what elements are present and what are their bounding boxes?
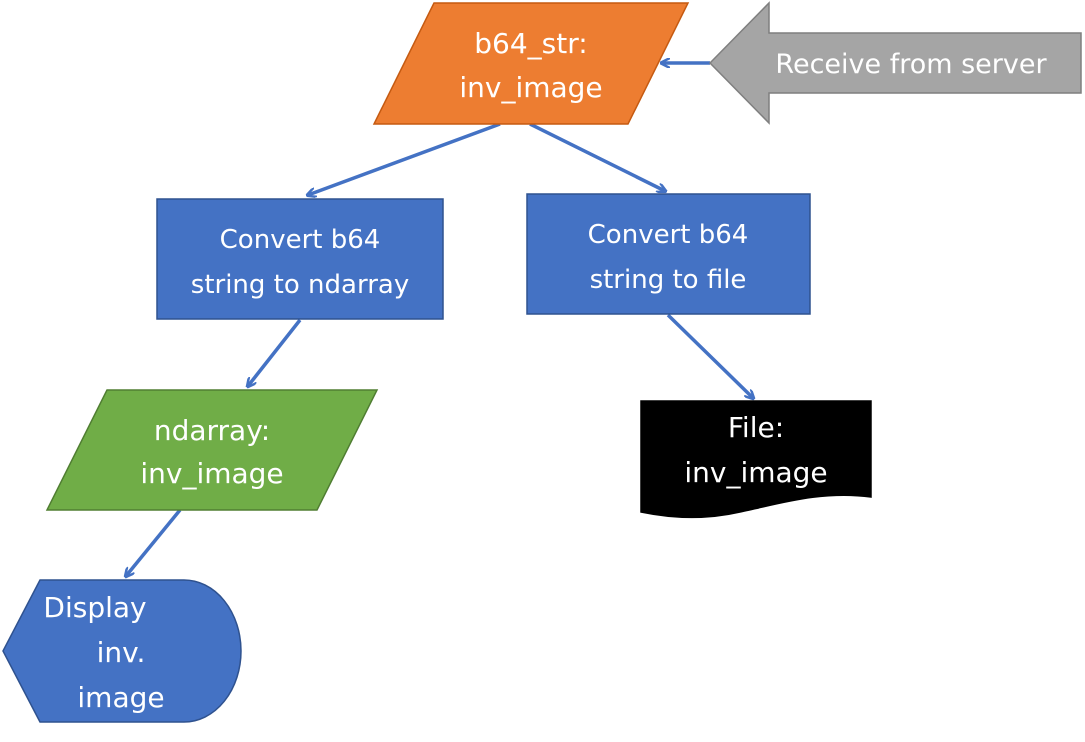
convert-ndarray-line-1: Convert b64 (220, 225, 381, 255)
display-line-3: image (77, 681, 164, 714)
convert-file-node: Convert b64 string to file (526, 193, 811, 315)
connector-source-to-convert-file (529, 122, 665, 191)
file-document-node: File: inv_image (640, 400, 872, 519)
ndarray-line-2: inv_image (140, 457, 283, 490)
receive-arrow-node: Receive from server (708, 1, 1082, 125)
connector-source-to-convert-ndarray (308, 122, 501, 195)
display-line-1: Display (43, 591, 146, 624)
convert-ndarray-node: Convert b64 string to ndarray (156, 198, 444, 320)
receive-label: Receive from server (775, 49, 1047, 80)
connectors (126, 63, 753, 576)
display-node: Display inv. image (2, 579, 242, 723)
ndarray-line-1: ndarray: (154, 414, 270, 447)
convert-file-line-1: Convert b64 (588, 220, 749, 250)
display-line-2: inv. (97, 636, 146, 669)
connector-ndarray-to-display (126, 508, 182, 576)
convert-file-line-2: string to file (590, 265, 747, 295)
source-line-1: b64_str: (474, 27, 587, 60)
source-line-2: inv_image (459, 71, 602, 104)
file-line-2: inv_image (684, 456, 827, 489)
convert-ndarray-line-2: string to ndarray (191, 270, 409, 300)
connector-convert-ndarray-to-ndarray (248, 318, 302, 386)
source-data-node: b64_str: inv_image (372, 2, 690, 125)
ndarray-data-node: ndarray: inv_image (45, 389, 379, 511)
file-line-1: File: (728, 411, 784, 444)
connector-convert-file-to-file (666, 313, 753, 398)
